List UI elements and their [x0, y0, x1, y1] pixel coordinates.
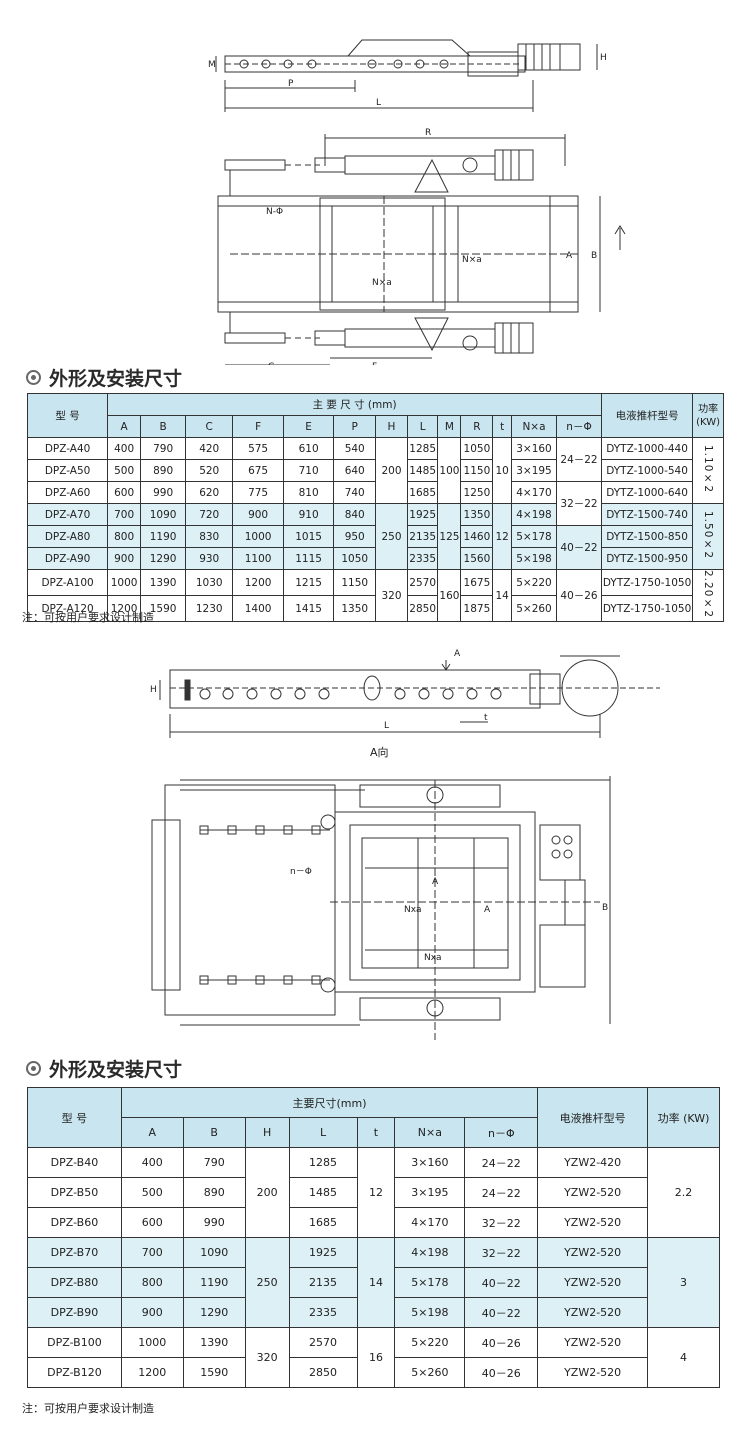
header-power: 功率(KW) — [692, 393, 724, 438]
bullet-icon — [26, 370, 41, 385]
note-a: 注：可按用户要求设计制造 — [22, 611, 154, 624]
label-t: t — [484, 713, 488, 723]
label-n-phi: N-Φ — [266, 207, 283, 217]
header-col-b: n－Φ — [464, 1117, 539, 1148]
table-row: DPZ-A40 400 790 420 575 610 540 200 1285… — [26, 437, 724, 504]
table-row: DPZ-A50 500 890 520 675 710 640 1485 115… — [26, 459, 724, 482]
table-b: 型 号 主要尺寸(mm) 电液推杆型号 功率 (KW) A B H L t N×… — [27, 1087, 720, 1388]
header-pusher-b: 电液推杆型号 — [537, 1087, 649, 1148]
header-model: 型 号 — [26, 393, 109, 438]
table-row: DPZ-B70 700 1090 250 1925 14 4×198 32－22… — [27, 1237, 720, 1328]
label-nxa-bottom: Nxa — [424, 953, 442, 963]
label-p: P — [288, 79, 294, 89]
table-row: DPZ-B100 1000 1390 320 2570 16 5×220 40－… — [27, 1327, 720, 1388]
label-nxa-side: Nxa — [404, 905, 422, 915]
bullet-icon — [26, 1061, 41, 1076]
section-b-title: 外形及安装尺寸 — [26, 1055, 182, 1082]
table-row: DPZ-A100 1000 1390 1030 1200 1215 1150 3… — [26, 568, 724, 623]
header-main-size: 主 要 尺 寸 (mm) — [107, 393, 603, 416]
header-col-b: N×a — [394, 1117, 466, 1148]
header-col: N×a — [510, 415, 558, 438]
label-a: A — [566, 251, 573, 261]
label-c: C — [268, 362, 274, 365]
label-f: F — [372, 362, 377, 365]
header-col: B — [140, 415, 187, 438]
table-row: DPZ-A90 900 1290 930 1100 1115 1050 2335… — [26, 547, 724, 570]
label-h: H — [600, 53, 607, 63]
label-nxa-v: N×a — [462, 255, 482, 265]
label-direction: A向 — [370, 745, 389, 759]
header-col: P — [333, 415, 377, 438]
header-col: L — [406, 415, 439, 438]
label-nxa-h: N×a — [372, 278, 392, 288]
label-m: M — [208, 60, 216, 70]
drawing-a: M H P L R N-Φ N×a N×a A B C F — [208, 39, 626, 365]
header-col: A — [107, 415, 142, 438]
section-a-title: 外形及安装尺寸 — [26, 364, 182, 391]
header-power-b: 功率 (KW) — [647, 1087, 720, 1148]
header-col: R — [460, 415, 494, 438]
label-a-top: A — [432, 877, 439, 887]
label-b-b: B — [602, 903, 608, 913]
label-a-arrow: A — [454, 649, 461, 659]
header-model-b: 型 号 — [27, 1087, 122, 1148]
header-col-b: H — [244, 1117, 290, 1148]
header-main-size-b: 主要尺寸(mm) — [120, 1087, 539, 1118]
header-col-b: L — [288, 1117, 358, 1148]
header-col: C — [185, 415, 234, 438]
table-row: DPZ-B40 400 790 200 1285 12 3×160 24－22 … — [27, 1147, 720, 1238]
header-col: F — [232, 415, 284, 438]
table-row: DPZ-A120 1200 1590 1230 1400 1415 1350 2… — [26, 595, 724, 623]
label-r: R — [425, 128, 431, 138]
drawing-b: H L A t A向 n－Φ A A Nxa Nxa B — [150, 649, 660, 1040]
header-col: n－Φ — [555, 415, 603, 438]
label-l-b: L — [384, 721, 389, 731]
table-row: DPZ-B60 600 990 1685 4×170 32－22 YZW2-52… — [27, 1207, 720, 1238]
label-l: L — [376, 98, 381, 108]
header-col: M — [437, 415, 462, 438]
table-row: DPZ-A70 700 1090 720 900 910 840 250 192… — [26, 503, 724, 570]
header-col-b: t — [356, 1117, 396, 1148]
label-b: B — [591, 251, 597, 261]
header-col-b: B — [182, 1117, 246, 1148]
note-b: 注：可按用户要求设计制造 — [22, 1402, 154, 1415]
label-n-phi-b: n－Φ — [290, 867, 312, 877]
table-row: DPZ-A60 600 990 620 775 810 740 1685 125… — [26, 481, 724, 526]
table-a: 型 号 主 要 尺 寸 (mm) 电液推杆型号 功率(KW) A B C F E… — [26, 393, 724, 623]
table-row: DPZ-A80 800 1190 830 1000 1015 950 2135 … — [26, 525, 724, 570]
header-col: t — [492, 415, 512, 438]
header-col: E — [282, 415, 335, 438]
header-col-b: A — [120, 1117, 184, 1148]
label-a-side: A — [484, 905, 491, 915]
header-col: H — [375, 415, 408, 438]
label-h-b: H — [150, 685, 157, 695]
header-pusher: 电液推杆型号 — [601, 393, 694, 438]
